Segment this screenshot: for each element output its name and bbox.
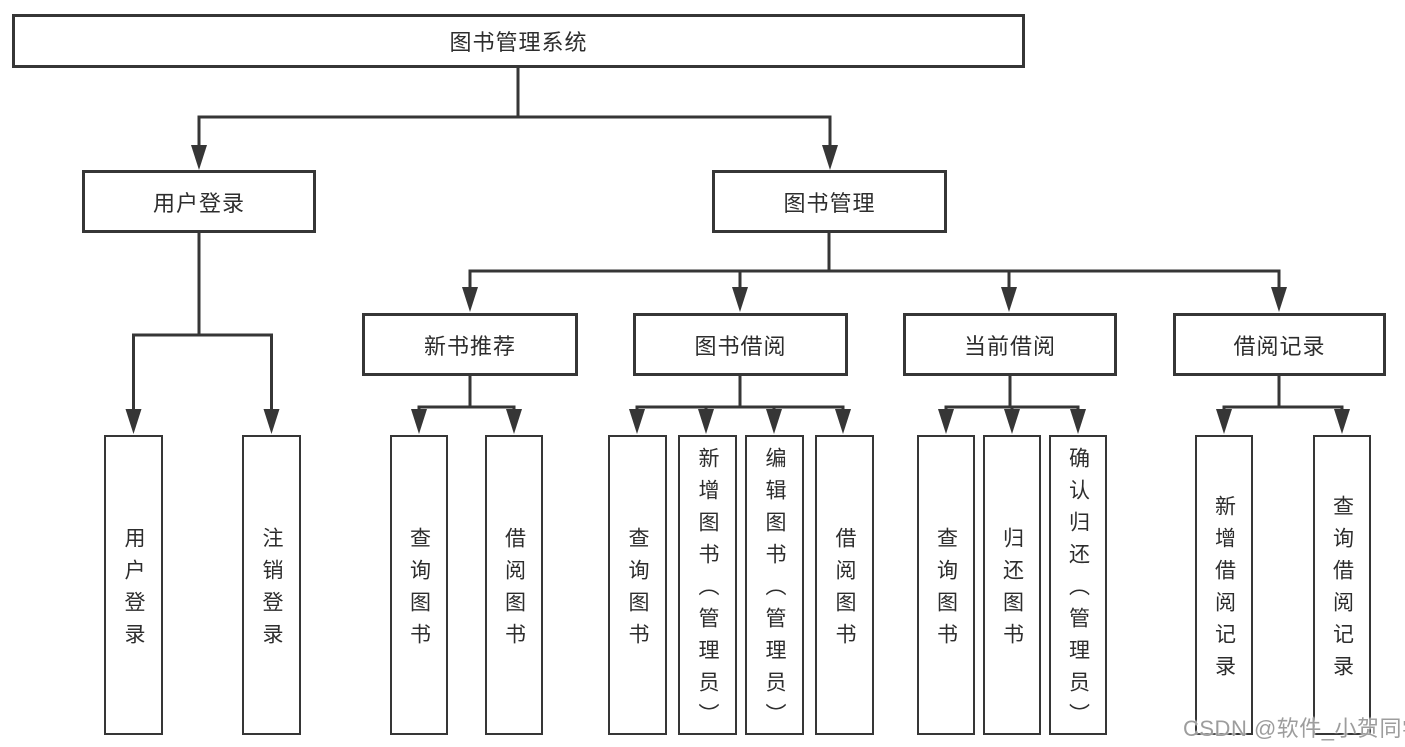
- node-leaf-logout-label: 注销登录: [260, 526, 283, 655]
- node-user-login: 用户登录: [82, 170, 316, 233]
- node-leaf-cb-query-books: 查询图书: [917, 435, 975, 735]
- node-borrowing-records: 借阅记录: [1173, 313, 1386, 376]
- node-leaf-bb-borrow-books-label: 借阅图书: [833, 526, 856, 655]
- node-leaf-bb-edit-books-admin-label: 编辑图书（管理员）: [763, 446, 786, 735]
- node-leaf-cb-return-books-label: 归还图书: [1000, 526, 1024, 655]
- node-current-borrowing-label: 当前借阅: [963, 333, 1056, 359]
- node-leaf-cb-query-books-label: 查询图书: [934, 526, 958, 655]
- node-leaf-cb-confirm-return-admin: 确认归还（管理员）: [1049, 435, 1107, 735]
- node-leaf-user-login-label: 用户登录: [122, 526, 145, 655]
- node-user-login-label: 用户登录: [152, 190, 245, 216]
- node-leaf-nb-borrow-books-label: 借阅图书: [502, 526, 526, 655]
- node-current-borrowing: 当前借阅: [903, 313, 1117, 376]
- node-leaf-br-add-record: 新增借阅记录: [1195, 435, 1253, 735]
- node-leaf-br-query-record-label: 查询借阅记录: [1330, 494, 1354, 687]
- node-leaf-bb-borrow-books: 借阅图书: [815, 435, 874, 735]
- node-book-borrowing-label: 图书借阅: [694, 333, 787, 359]
- node-leaf-bb-edit-books-admin: 编辑图书（管理员）: [745, 435, 804, 735]
- node-leaf-br-query-record: 查询借阅记录: [1313, 435, 1371, 735]
- node-book-management-label: 图书管理: [783, 190, 876, 216]
- node-borrowing-records-label: 借阅记录: [1233, 333, 1326, 359]
- node-leaf-nb-query-books-label: 查询图书: [407, 526, 431, 655]
- node-leaf-logout: 注销登录: [242, 435, 301, 735]
- node-leaf-nb-borrow-books: 借阅图书: [485, 435, 543, 735]
- node-leaf-bb-query-books-label: 查询图书: [626, 526, 649, 655]
- csdn-watermark: CSDN @软件_小贺同学: [1183, 716, 1405, 741]
- node-book-management: 图书管理: [712, 170, 947, 233]
- node-leaf-br-add-record-label: 新增借阅记录: [1212, 494, 1236, 687]
- node-leaf-bb-add-books-admin-label: 新增图书（管理员）: [696, 446, 719, 735]
- node-leaf-bb-add-books-admin: 新增图书（管理员）: [678, 435, 737, 735]
- node-leaf-user-login: 用户登录: [104, 435, 163, 735]
- arrowheads: [125, 145, 1350, 434]
- node-leaf-nb-query-books: 查询图书: [390, 435, 448, 735]
- node-new-book-recommendation: 新书推荐: [362, 313, 578, 376]
- node-root: 图书管理系统: [12, 14, 1025, 68]
- node-leaf-cb-return-books: 归还图书: [983, 435, 1041, 735]
- node-leaf-bb-query-books: 查询图书: [608, 435, 667, 735]
- node-book-borrowing: 图书借阅: [633, 313, 848, 376]
- node-root-label: 图书管理系统: [449, 30, 588, 55]
- node-new-book-recommendation-label: 新书推荐: [423, 333, 516, 359]
- node-leaf-cb-confirm-return-admin-label: 确认归还（管理员）: [1066, 446, 1090, 735]
